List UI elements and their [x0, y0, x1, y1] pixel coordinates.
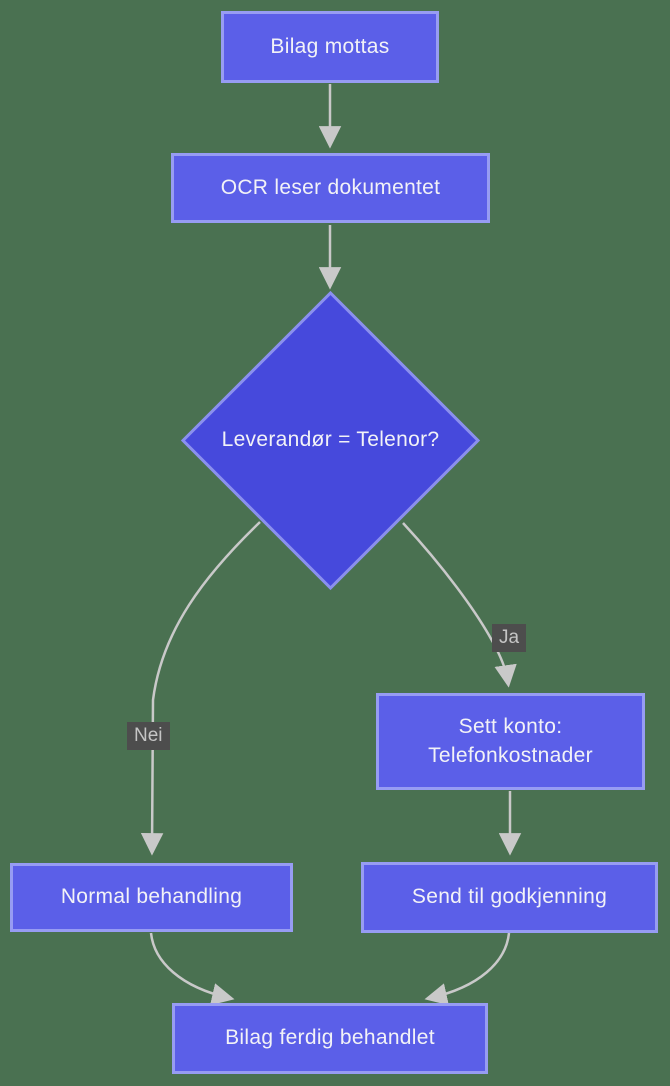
node-bilag-ferdig-label: Bilag ferdig behandlet [225, 1026, 435, 1050]
edge-decision-to-settkonto [402, 522, 517, 688]
node-decision-label: Leverandør = Telenor? [221, 428, 440, 451]
node-send-til-godkjenning: Send til godkjenning [361, 862, 658, 933]
edge-normal-to-ferdig [149, 932, 235, 1006]
edge-send-to-ferdig [424, 932, 511, 1006]
node-normal-behandling: Normal behandling [10, 863, 293, 932]
node-bilag-mottas: Bilag mottas [221, 11, 439, 83]
node-bilag-mottas-label: Bilag mottas [270, 34, 390, 58]
node-bilag-ferdig: Bilag ferdig behandlet [172, 1003, 488, 1074]
node-ocr: OCR leser dokumentet [171, 153, 490, 223]
decision-diamond [180, 290, 481, 591]
node-sett-konto-label-line2: Telefonkostnader [428, 743, 593, 767]
edge-label-ja: Ja [492, 624, 527, 652]
node-normal-behandling-label: Normal behandling [60, 885, 243, 909]
edge-decision-to-normal [140, 521, 261, 856]
edge-label-nei: Nei [127, 722, 170, 750]
node-sett-konto-label-line1: Sett konto: [458, 715, 563, 739]
node-sett-konto: Sett konto: Telefonkostnader [376, 693, 645, 790]
node-send-til-godkjenning-label: Send til godkjenning [411, 885, 608, 909]
node-ocr-label: OCR leser dokumentet [220, 175, 441, 199]
